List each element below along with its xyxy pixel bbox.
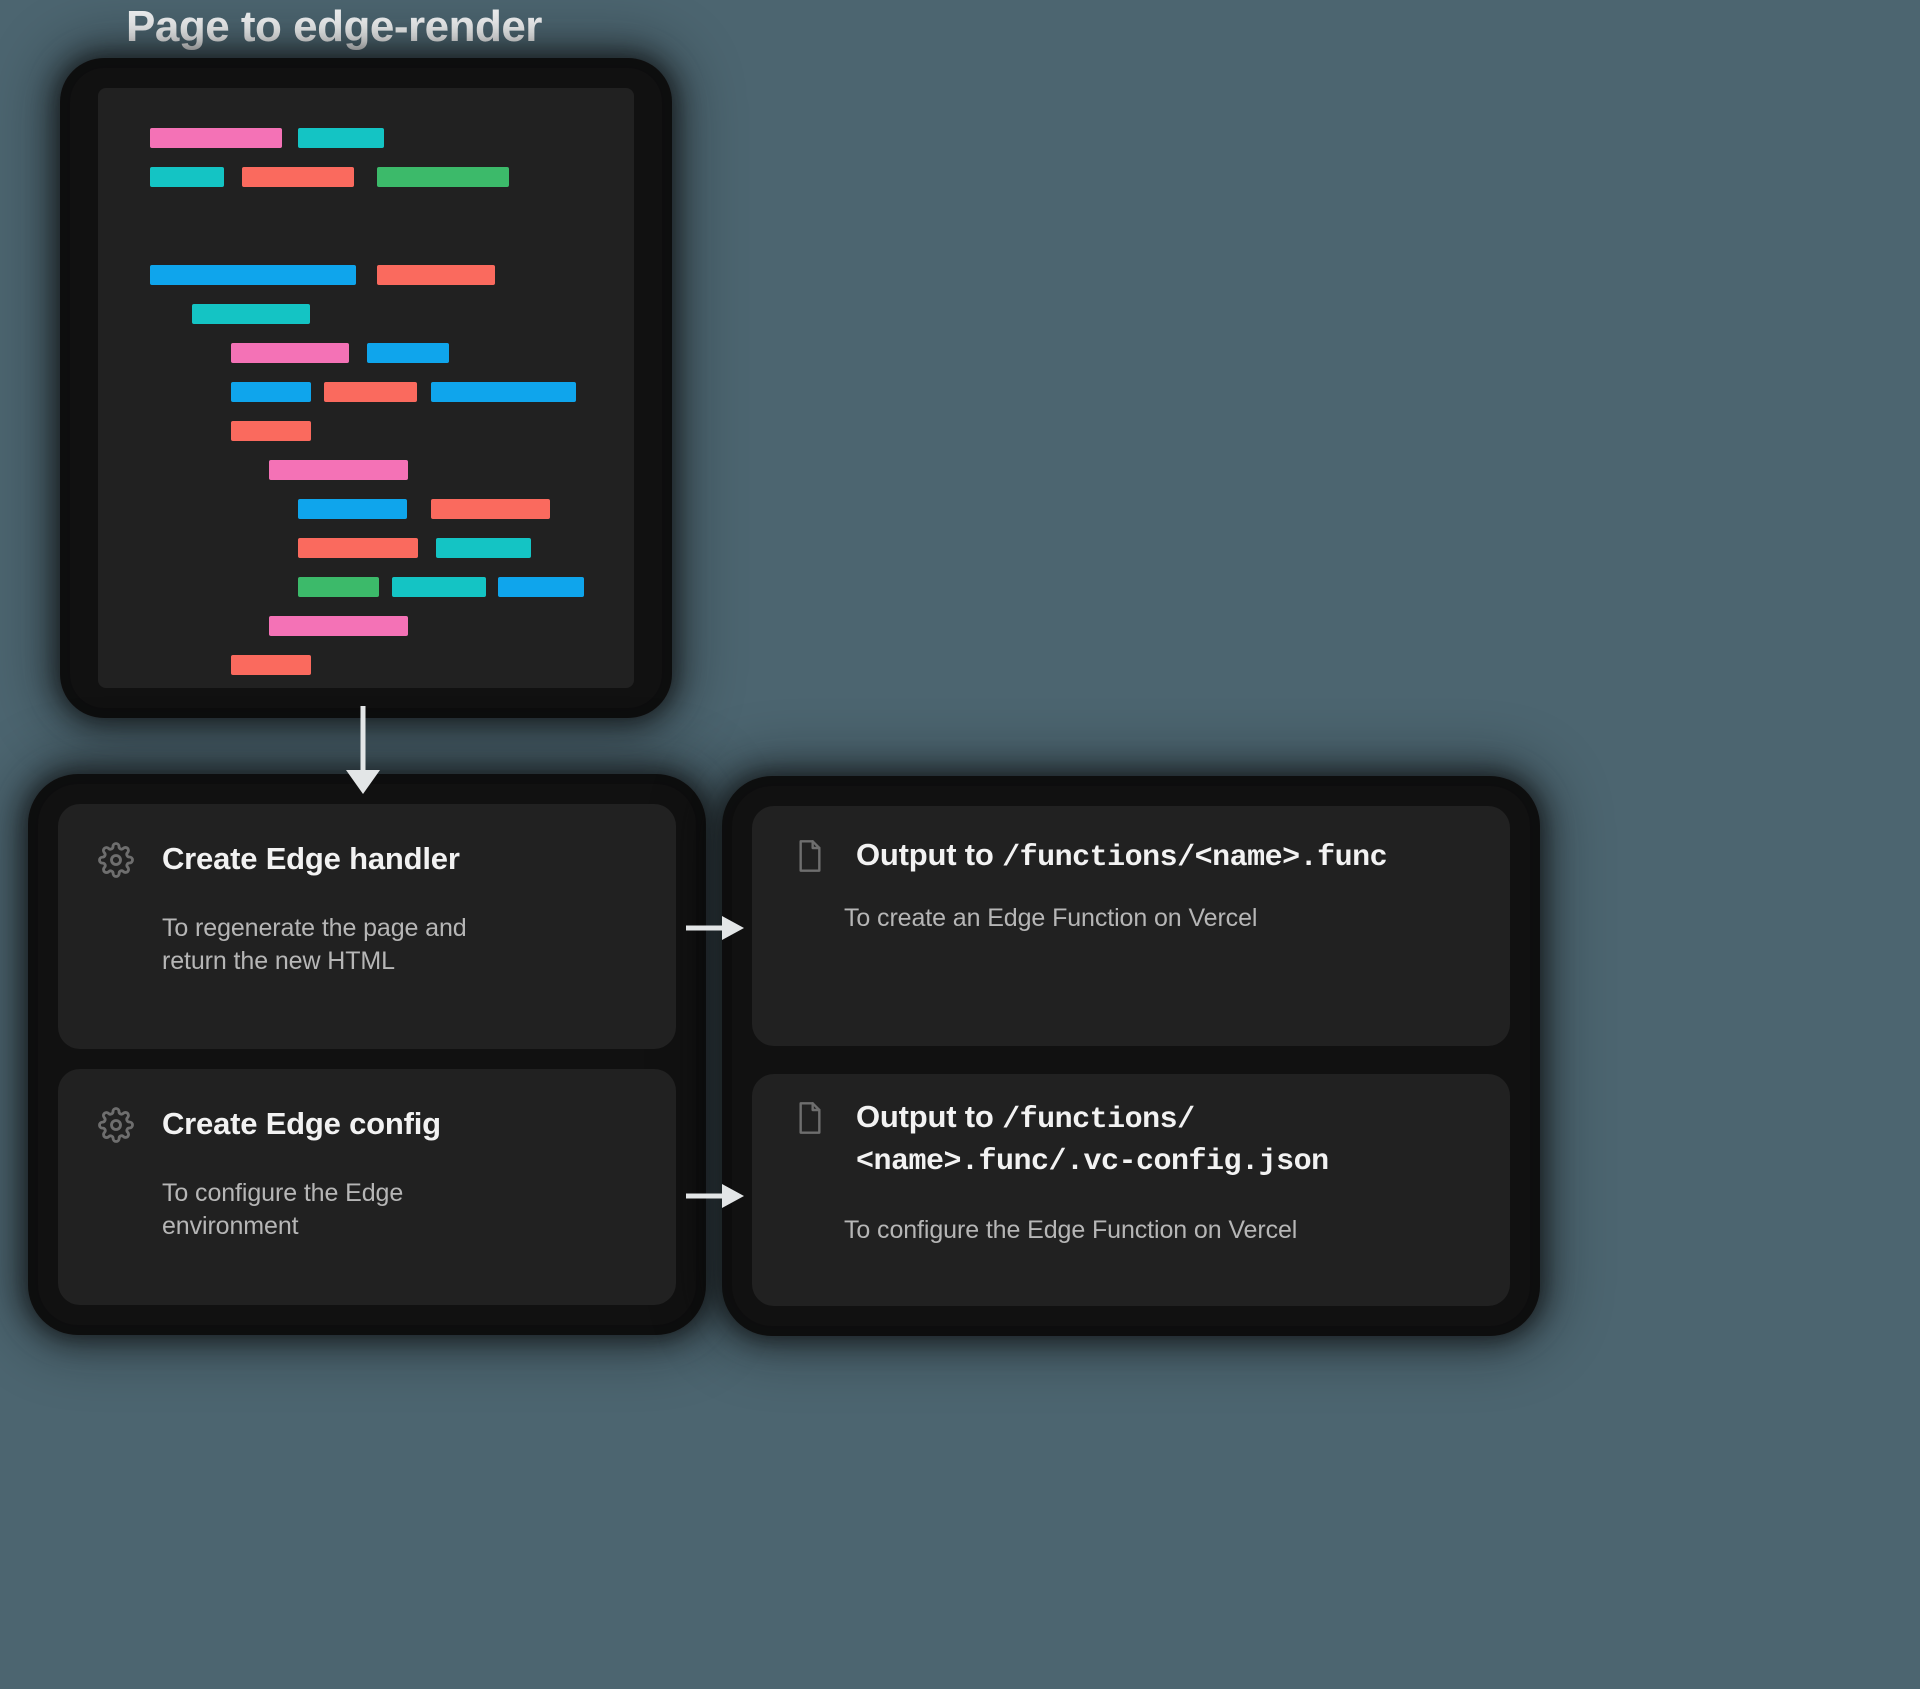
code-line-bar — [498, 577, 584, 597]
step-2-body: To configure the Edge environment — [162, 1179, 404, 1241]
document-icon — [790, 1098, 830, 1138]
code-line-bar — [269, 616, 408, 636]
code-line-bar — [431, 499, 550, 519]
code-line-bar — [298, 499, 407, 519]
code-line-bar — [192, 304, 310, 324]
code-line-bar — [231, 343, 349, 363]
code-line-bar — [431, 382, 576, 402]
output-2-body: To configure the Edge Function on Vercel — [844, 1216, 1298, 1244]
code-line-bar — [298, 538, 418, 558]
output-1-title: Output to /functions/<name>.func — [856, 836, 1388, 878]
code-surface — [98, 88, 634, 688]
output-1-title-prefix: Output to — [856, 837, 1003, 872]
step-card-create-edge-config[interactable]: Create Edge config To configure the Edge… — [58, 1069, 676, 1305]
code-line-bar — [436, 538, 531, 558]
output-card-func[interactable]: Output to /functions/<name>.func To crea… — [752, 806, 1510, 1046]
code-line-bar — [377, 167, 509, 187]
code-line-bar — [392, 577, 486, 597]
step-1-body: To regenerate the page and return the ne… — [162, 914, 467, 976]
code-line-bar — [242, 167, 354, 187]
output-2-head: Output to /functions/ <name>.func/.vc-co… — [790, 1098, 1480, 1181]
code-line-bar — [150, 128, 282, 148]
step-1-head: Create Edge handler — [96, 840, 460, 880]
step-2-head: Create Edge config — [96, 1105, 441, 1145]
code-line-bar — [298, 128, 384, 148]
output-2-title: Output to /functions/ <name>.func/.vc-co… — [856, 1098, 1476, 1181]
output-card-vc-config[interactable]: Output to /functions/ <name>.func/.vc-co… — [752, 1074, 1510, 1306]
code-line-bar — [150, 265, 356, 285]
step-2-title: Create Edge config — [162, 1106, 441, 1141]
code-line-bar — [231, 655, 311, 675]
code-line-bar — [324, 382, 417, 402]
output-2-title-prefix: Output to — [856, 1099, 1003, 1134]
page-title: Page to edge-render — [126, 2, 542, 51]
code-panel — [70, 68, 662, 708]
code-line-bar — [231, 421, 311, 441]
arrow-handler-to-output — [686, 905, 748, 956]
code-line-bar — [231, 382, 311, 402]
output-2-title-path: /functions/ <name>.func/.vc-config.json — [856, 1103, 1329, 1179]
output-1-title-path: /functions/<name>.func — [1002, 841, 1388, 875]
arrow-code-to-handler — [333, 706, 393, 803]
output-1-body: To create an Edge Function on Vercel — [844, 904, 1258, 932]
gear-icon — [96, 1105, 136, 1145]
code-line-bar — [377, 265, 495, 285]
gear-icon — [96, 840, 136, 880]
code-line-bar — [150, 167, 224, 187]
code-line-bar — [298, 577, 379, 597]
step-card-create-edge-handler[interactable]: Create Edge handler To regenerate the pa… — [58, 804, 676, 1049]
code-line-bar — [269, 460, 408, 480]
code-line-bar — [367, 343, 449, 363]
step-1-title: Create Edge handler — [162, 841, 460, 876]
arrow-config-to-output — [686, 1173, 748, 1224]
output-1-head: Output to /functions/<name>.func — [790, 836, 1388, 878]
document-icon — [790, 836, 830, 876]
